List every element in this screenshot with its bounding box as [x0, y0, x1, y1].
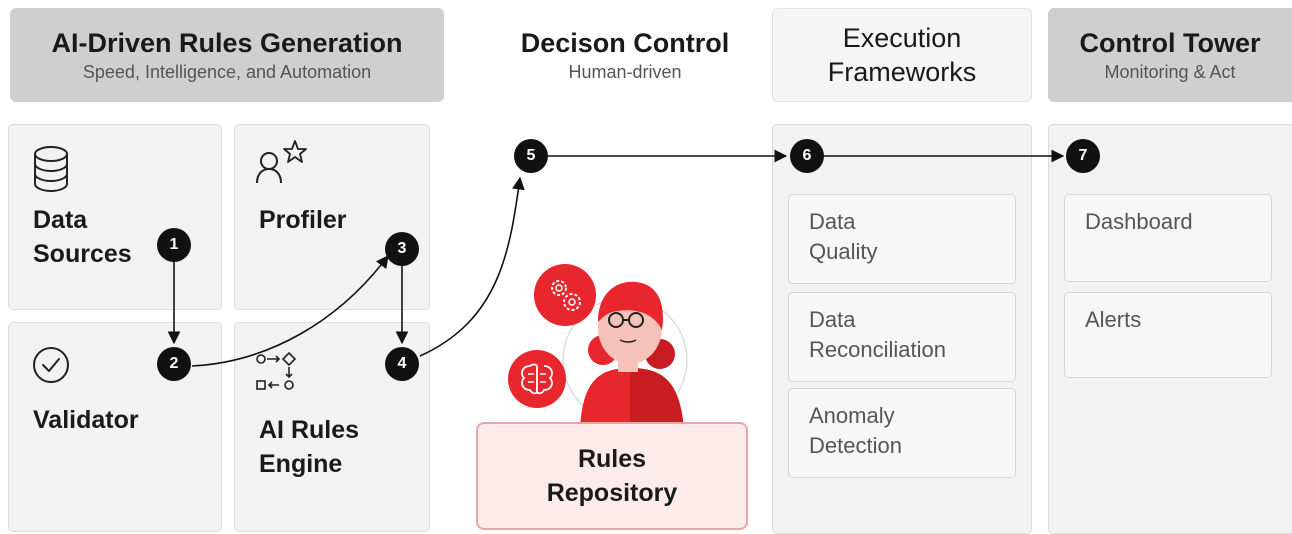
gears-icon — [534, 264, 596, 326]
header-control-tower-title: Control Tower — [1079, 28, 1261, 58]
arrow-4-to-5 — [419, 176, 525, 357]
header-execution-line2: Frameworks — [827, 57, 977, 87]
header-ai-rules: AI-Driven Rules Generation Speed, Intell… — [10, 8, 444, 102]
user-star-icon — [256, 140, 307, 184]
ai-rules-engine-label-1: AI Rules — [259, 416, 360, 444]
data-sources-label-1: Data — [33, 206, 88, 234]
repository-line2: Repository — [546, 479, 678, 507]
ai-brain-icon — [508, 350, 566, 408]
arrow-2-to-3 — [191, 254, 389, 367]
header-control-tower: Control Tower Monitoring & Act — [1048, 8, 1292, 102]
workflow-icon — [256, 351, 297, 390]
step-badge-7: 7 — [1066, 139, 1100, 173]
execution-item-3-line2: Detection — [809, 433, 902, 458]
control-item-dashboard: Dashboard — [1064, 194, 1272, 282]
execution-item-1-line2: Quality — [809, 239, 878, 264]
step-badge-6: 6 — [790, 139, 824, 173]
flow-connectors — [167, 149, 1065, 367]
ai-rules-engine-label-2: Engine — [259, 450, 343, 478]
execution-item-data-quality: Data Quality — [788, 194, 1016, 284]
card-data-sources: Data Sources — [8, 124, 222, 310]
card-profiler: Profiler — [234, 124, 430, 310]
validator-label: Validator — [33, 406, 139, 434]
execution-item-3-line1: Anomaly — [809, 403, 895, 428]
person-hair — [598, 281, 663, 330]
header-execution: Execution Frameworks — [772, 8, 1032, 102]
header-ai-rules-subtitle: Speed, Intelligence, and Automation — [82, 62, 372, 82]
step-badge-4: 4 — [385, 347, 419, 381]
execution-item-2-line2: Reconciliation — [809, 337, 946, 362]
profiler-label: Profiler — [259, 206, 347, 234]
check-circle-icon — [33, 347, 69, 383]
step-badge-5: 5 — [514, 139, 548, 173]
execution-item-2-line1: Data — [809, 307, 856, 332]
person-illustration — [562, 281, 688, 430]
header-decision: Decison Control Human-driven — [480, 8, 770, 102]
repository-line1: Rules — [577, 445, 647, 473]
step-badge-3: 3 — [385, 232, 419, 266]
step-badge-1: 1 — [157, 228, 191, 262]
execution-item-anomaly-detection: Anomaly Detection — [788, 388, 1016, 478]
header-execution-line1: Execution — [842, 23, 962, 53]
header-control-tower-subtitle: Monitoring & Act — [1104, 62, 1236, 82]
header-decision-subtitle: Human-driven — [568, 62, 682, 82]
step-badge-2: 2 — [157, 347, 191, 381]
execution-item-data-reconciliation: Data Reconciliation — [788, 292, 1016, 382]
control-item-alerts: Alerts — [1064, 292, 1272, 378]
control-item-dashboard-label: Dashboard — [1085, 209, 1193, 234]
header-ai-rules-title: AI-Driven Rules Generation — [51, 28, 403, 58]
data-sources-label-2: Sources — [33, 240, 132, 268]
database-icon — [34, 146, 68, 193]
header-decision-title: Decison Control — [520, 28, 730, 58]
card-ai-rules-engine: AI Rules Engine — [234, 322, 430, 532]
control-item-alerts-label: Alerts — [1085, 307, 1142, 332]
execution-item-1-line1: Data — [809, 209, 856, 234]
rules-repository: Rules Repository — [476, 422, 748, 530]
